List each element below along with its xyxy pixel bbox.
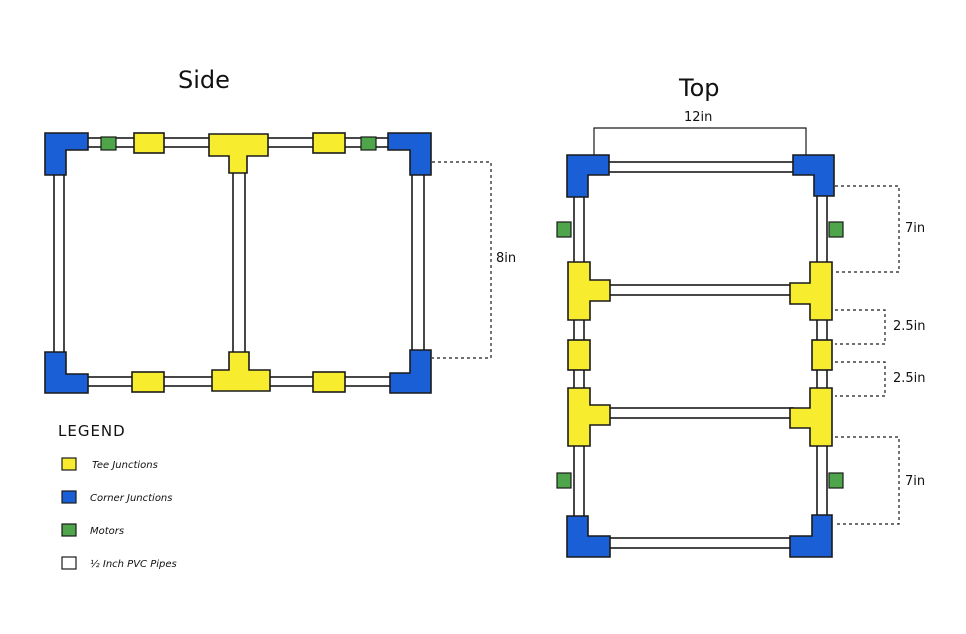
side-motor-right [360, 136, 377, 151]
legend-swatch-corner [61, 490, 77, 504]
legend-swatch-motor [61, 523, 77, 537]
top-corner-top-right [792, 154, 835, 197]
top-dim-label-4: 7in [905, 474, 925, 489]
side-corner-bottom-left [44, 351, 89, 394]
side-view-title: Side [178, 66, 230, 94]
side-corner-top-left [44, 132, 89, 176]
legend-label-pipe: ½ Inch PVC Pipes [90, 558, 177, 570]
side-tee-bottom [211, 351, 271, 392]
top-pipe-h3 [607, 407, 794, 419]
legend-label-motor: Motors [90, 526, 124, 537]
top-tee-left-1 [567, 261, 611, 321]
top-tee-right-1 [789, 261, 833, 321]
legend-swatch-pipe [61, 556, 77, 570]
top-dim-label-1: 7in [905, 221, 925, 236]
top-tee-right-2 [789, 387, 833, 447]
top-dim-4 [835, 436, 900, 525]
top-view: Top 12in 7in 2.5in [556, 74, 926, 558]
top-pipe-h4 [607, 537, 794, 549]
top-width-label: 12in [684, 110, 712, 125]
top-motor-left-2 [556, 472, 572, 489]
side-corner-bottom-right [389, 349, 432, 394]
top-coupler-right [811, 339, 833, 371]
top-motor-left-1 [556, 221, 572, 238]
top-tee-left-2 [567, 387, 611, 447]
legend-swatch-tee [61, 457, 77, 471]
top-motor-right-1 [828, 221, 844, 238]
side-pipe-right [411, 159, 425, 361]
top-pipe-h1 [604, 161, 796, 173]
top-dim-2 [835, 309, 886, 345]
side-corner-top-right [387, 132, 432, 176]
side-motor-left [100, 136, 117, 151]
top-corner-bottom-right [789, 514, 833, 558]
top-dim-3 [835, 361, 886, 397]
side-coupler-top-left [133, 132, 165, 154]
side-tee-top [208, 133, 269, 174]
side-coupler-bottom-left [131, 371, 165, 393]
top-motor-right-2 [828, 472, 844, 489]
top-dim-1 [835, 185, 900, 273]
top-width-dimension [593, 127, 807, 155]
side-view: Side 8in [44, 66, 516, 394]
legend-title: LEGEND [58, 422, 126, 440]
legend-label-tee: Tee Junctions [92, 460, 158, 471]
side-height-dimension [432, 161, 492, 359]
top-dim-label-3: 2.5in [893, 371, 926, 386]
legend-label-corner: Corner Junctions [90, 493, 172, 504]
top-corner-top-left [566, 154, 610, 198]
side-pipe-middle [232, 159, 246, 356]
top-view-title: Top [678, 74, 720, 102]
legend: LEGEND Tee Junctions Corner Junctions Mo… [58, 422, 177, 570]
side-height-label: 8in [496, 251, 516, 266]
top-dim-label-2: 2.5in [893, 319, 926, 334]
top-coupler-left [567, 339, 591, 371]
top-corner-bottom-left [566, 515, 611, 558]
side-coupler-top-right [312, 132, 346, 154]
side-coupler-bottom-right [312, 371, 346, 393]
top-pipe-h2 [607, 284, 794, 296]
